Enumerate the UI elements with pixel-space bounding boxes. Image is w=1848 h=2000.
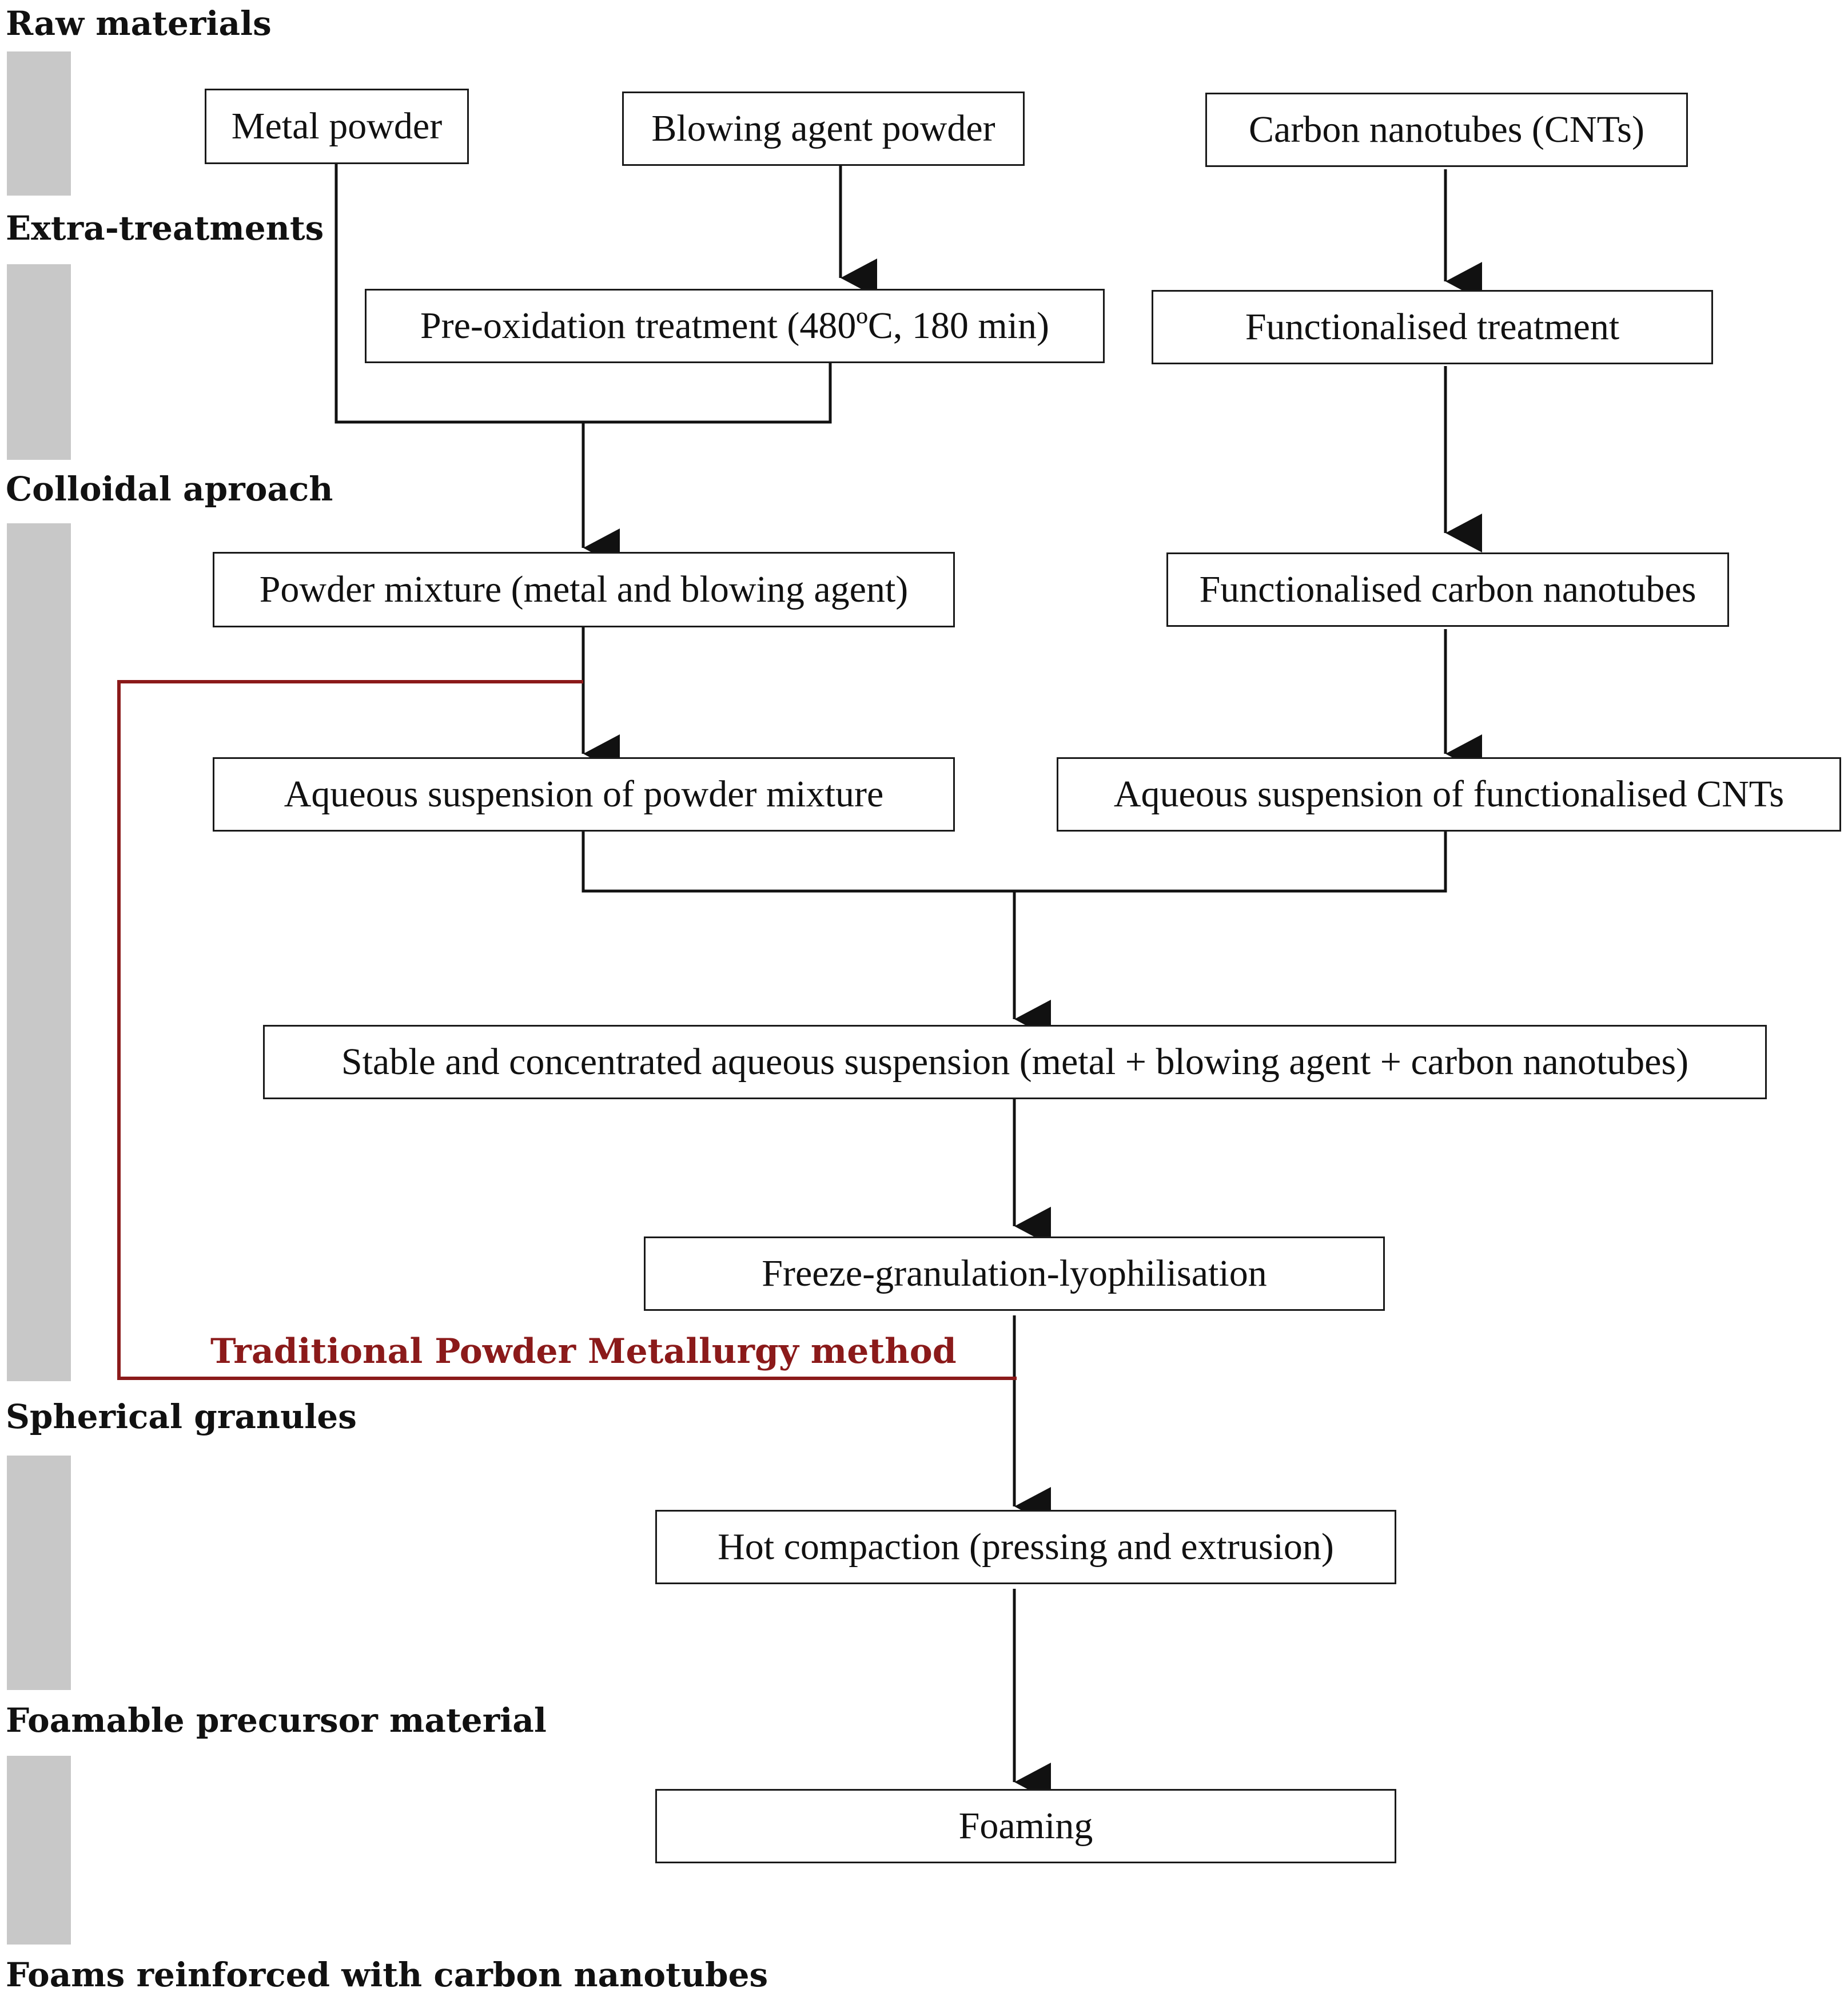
- box-aqueous-functionalised-cnts: Aqueous suspension of functionalised CNT…: [1057, 757, 1841, 832]
- box-powder-mixture: Powder mixture (metal and blowing agent): [213, 552, 955, 627]
- box-hot-compaction: Hot compaction (pressing and extrusion): [655, 1510, 1396, 1584]
- traditional-route-label: Traditional Powder Metallurgy method: [210, 1331, 957, 1371]
- stage-label-colloidal-approach: Colloidal aproach: [6, 470, 333, 508]
- box-stable-suspension: Stable and concentrated aqueous suspensi…: [263, 1025, 1767, 1099]
- box-freeze-granulation: Freeze-granulation-lyophilisation: [644, 1236, 1385, 1311]
- box-metal-powder: Metal powder: [205, 89, 469, 164]
- box-functionalised-treatment: Functionalised treatment: [1152, 290, 1713, 364]
- traditional-route-line: [117, 680, 1017, 1380]
- stage-label-foamable-precursor: Foamable precursor material: [6, 1701, 547, 1740]
- box-blowing-agent-powder: Blowing agent powder: [622, 92, 1025, 166]
- stage-bar-spherical-granules: [7, 1456, 71, 1690]
- box-functionalised-cnts: Functionalised carbon nanotubes: [1166, 552, 1729, 627]
- stage-bar-colloidal-approach: [7, 523, 71, 1381]
- connector-aqueous-merge: [582, 830, 1447, 893]
- stage-bar-foamable-precursor: [7, 1756, 71, 1945]
- stage-label-spherical-granules: Spherical granules: [6, 1397, 357, 1436]
- box-aqueous-powder-mixture: Aqueous suspension of powder mixture: [213, 757, 955, 832]
- stage-label-extra-treatments: Extra-treatments: [6, 209, 324, 248]
- stage-label-raw-materials: Raw materials: [6, 4, 272, 43]
- stage-label-foams-reinforced: Foams reinforced with carbon nanotubes: [6, 1955, 768, 1994]
- box-foaming: Foaming: [655, 1789, 1396, 1863]
- box-pre-oxidation-treatment: Pre-oxidation treatment (480ºC, 180 min): [365, 289, 1105, 363]
- box-carbon-nanotubes: Carbon nanotubes (CNTs): [1205, 93, 1688, 167]
- stage-bar-extra-treatments: [7, 264, 71, 460]
- stage-bar-raw-materials: [7, 51, 71, 196]
